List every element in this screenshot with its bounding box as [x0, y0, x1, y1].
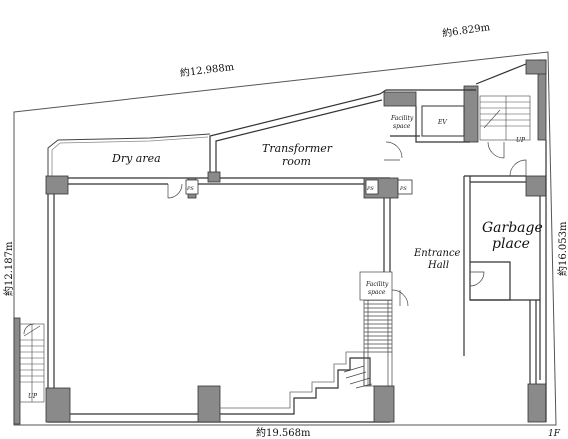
label-up-left: UP	[28, 393, 38, 400]
dim-top-right: 約6.829m	[441, 20, 491, 40]
dry-area-outline-inner	[51, 136, 209, 178]
wall-columns	[13, 59, 547, 425]
label-garbage: Garbage	[482, 220, 543, 236]
label-ps-3: PS	[399, 186, 407, 192]
label-entrance: Entrance	[413, 248, 461, 259]
dim-bottom: 約19.568m	[256, 426, 311, 439]
label-transformer: Transformer	[262, 142, 333, 155]
mid-staircase	[343, 271, 393, 389]
label-ps-1: PS	[186, 186, 194, 192]
stepped-wall	[220, 357, 371, 415]
dim-left: 約12.187m	[2, 241, 15, 296]
label-facility-top: Facility	[390, 115, 414, 122]
doors	[23, 141, 527, 335]
label-place: place	[492, 236, 530, 252]
right-walls	[386, 63, 547, 422]
main-walls	[47, 89, 391, 423]
top-stair	[479, 95, 531, 141]
dim-top-left: 約12.988m	[179, 60, 235, 80]
floor-label: 1F	[548, 429, 561, 439]
label-ps-2: PS	[366, 186, 374, 192]
label-facility-mid: Facility	[365, 281, 389, 288]
label-up-top: UP	[516, 137, 526, 144]
ev-shaft	[421, 105, 465, 137]
label-ev: EV	[437, 119, 447, 126]
label-dry-area: Dry area	[111, 152, 161, 165]
left-stair	[19, 323, 45, 403]
label-space-top: space	[393, 123, 411, 130]
dim-right: 約16.053m	[556, 221, 568, 276]
stepped-wall-inner	[220, 351, 365, 409]
label-room: room	[282, 155, 311, 168]
label-hall: Hall	[427, 260, 449, 271]
ps-boxes	[185, 179, 413, 195]
label-space-mid: space	[368, 289, 386, 296]
dry-area-outline	[47, 133, 211, 178]
